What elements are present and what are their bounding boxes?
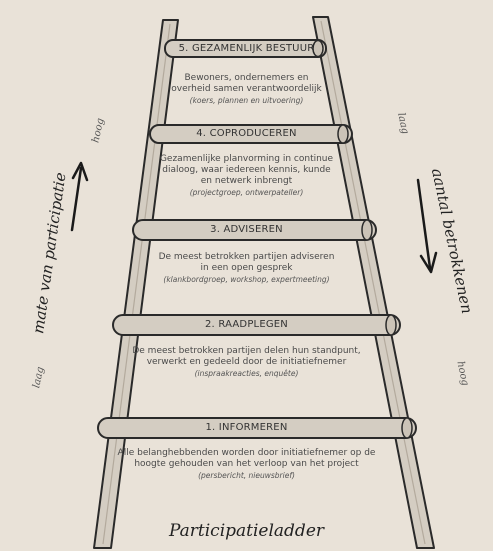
rung-3-example: (klankbordgroep, workshop, expertmeeting… <box>163 275 330 284</box>
rung-1-example: (persbericht, nieuwsbrief) <box>198 471 295 480</box>
rung-2-title: 2. RAADPLEGEN <box>205 319 288 330</box>
stakeholders-down-arrow <box>416 178 438 274</box>
rung-4-example: (projectgroep, ontwerpateller) <box>189 188 304 197</box>
rung-3-bar <box>132 219 377 241</box>
rung-2-description: De meest betrokken partijen delen hun st… <box>0 346 493 379</box>
participation-up-arrow <box>70 161 89 232</box>
rung-3-line-2: in een open gesprek <box>200 263 293 273</box>
footer-title: Participatieladder <box>168 521 325 541</box>
rung-1-title: 1. INFORMEREN <box>205 422 288 433</box>
rung-4-description: Gezamenlijke planvorming in continue dia… <box>0 154 493 198</box>
rung-4-bar <box>149 124 353 144</box>
rung-4-line-2: dialoog, waar iedereen kennis, kunde <box>162 165 331 175</box>
rung-2-line-1: De meest betrokken partijen delen hun st… <box>132 346 361 356</box>
rung-4-line-1: Gezamenlijke planvorming in continue <box>159 154 334 164</box>
rung-2-bar <box>112 314 401 336</box>
rung-2-line-2: verwerkt en gedeeld door de initiatiefne… <box>146 357 347 367</box>
rung-1-description: Alle belanghebbenden worden door initiat… <box>0 448 493 481</box>
rung-3-line-1: De meest betrokken partijen adviseren <box>158 252 335 262</box>
rung-4-title: 4. COPRODUCEREN <box>196 128 297 139</box>
rung-1-bar <box>97 417 417 439</box>
rung-5-bar <box>164 39 327 58</box>
rung-5-line-1: Bewoners, ondernemers en <box>184 73 309 83</box>
rung-1-line-2: hoogte gehouden van het verloop van het … <box>134 459 359 469</box>
rung-5-description: Bewoners, ondernemers en overheid samen … <box>0 73 493 106</box>
rung-4-line-3: en netwerk inbrengt <box>200 176 293 186</box>
rung-3-description: De meest betrokken partijen adviseren in… <box>0 252 493 285</box>
rung-2-example: (inspraakreacties, enquête) <box>194 369 299 378</box>
rung-3-title: 3. ADVISEREN <box>210 224 283 235</box>
rung-1-line-1: Alle belanghebbenden worden door initiat… <box>117 448 376 458</box>
rung-5-example: (koers, plannen en uitvoering) <box>189 96 304 105</box>
rung-5-line-2: overheid samen verantwoordelijk <box>171 84 322 94</box>
rung-5-title: 5. GEZAMENLIJK BESTUUR <box>178 43 315 54</box>
